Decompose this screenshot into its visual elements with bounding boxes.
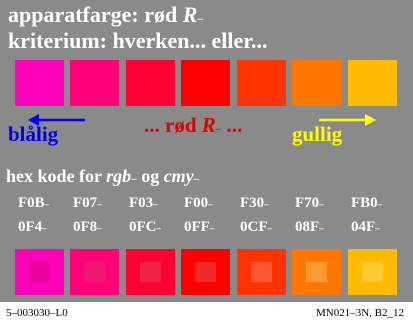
hex-cmy-code: 0F8– [73, 219, 102, 235]
label-rod-r: ... rød R– ... [144, 113, 243, 137]
inner-color-swatch [84, 262, 105, 282]
footer-right: MN021–3N, B2_12 [316, 307, 405, 319]
inner-color-swatch [29, 262, 50, 282]
label-blualig: blålig [8, 122, 59, 146]
hex-rgb-code: F07– [73, 195, 102, 211]
color-swatch [348, 60, 397, 106]
inner-color-swatch [251, 262, 272, 282]
nested-color-swatch [181, 249, 230, 295]
label-gullig: gullig [292, 122, 343, 146]
nested-color-swatch [237, 249, 286, 295]
hex-rgb-code: F0B– [18, 195, 50, 211]
nested-color-swatch [70, 249, 119, 295]
color-swatch [70, 60, 119, 106]
title-line-1: apparatfarge: rød R– [8, 2, 203, 27]
hex-rgb-code: FB0– [351, 195, 383, 211]
title-line-2: kriterium: hverken... eller... [8, 28, 268, 53]
hex-rgb-code: F70– [295, 195, 324, 211]
inner-color-swatch [195, 262, 216, 282]
color-swatch [15, 60, 64, 106]
hex-cmy-code: 0CF– [240, 219, 272, 235]
color-swatch [126, 60, 175, 106]
nested-color-swatch [126, 249, 175, 295]
nested-color-swatch [348, 249, 397, 295]
footer-left: 5–003030–L0 [6, 307, 68, 319]
nested-color-swatch [292, 249, 341, 295]
hex-rgb-code: F30– [240, 195, 269, 211]
inner-color-swatch [362, 262, 383, 282]
hex-code-heading: hex kode for rgb– og cmy– [6, 166, 200, 186]
color-swatch [292, 60, 341, 106]
nested-color-swatch [15, 249, 64, 295]
hex-cmy-code: 08F– [295, 219, 324, 235]
hex-cmy-code: 0F4– [18, 219, 47, 235]
hex-cmy-code: 0FF– [184, 219, 215, 235]
gray-panel: apparatfarge: rød R– kriterium: hverken.… [0, 0, 413, 302]
left-arrow-icon [28, 113, 86, 127]
hex-cmy-code: 0FC– [129, 219, 161, 235]
hex-rgb-code: F03– [129, 195, 158, 211]
hex-cmy-code: 04F– [351, 219, 380, 235]
right-arrow-icon [318, 113, 376, 127]
hex-rgb-code: F00– [184, 195, 213, 211]
color-swatch [237, 60, 286, 106]
color-swatch [181, 60, 230, 106]
inner-color-swatch [140, 262, 161, 282]
inner-color-swatch [306, 262, 327, 282]
